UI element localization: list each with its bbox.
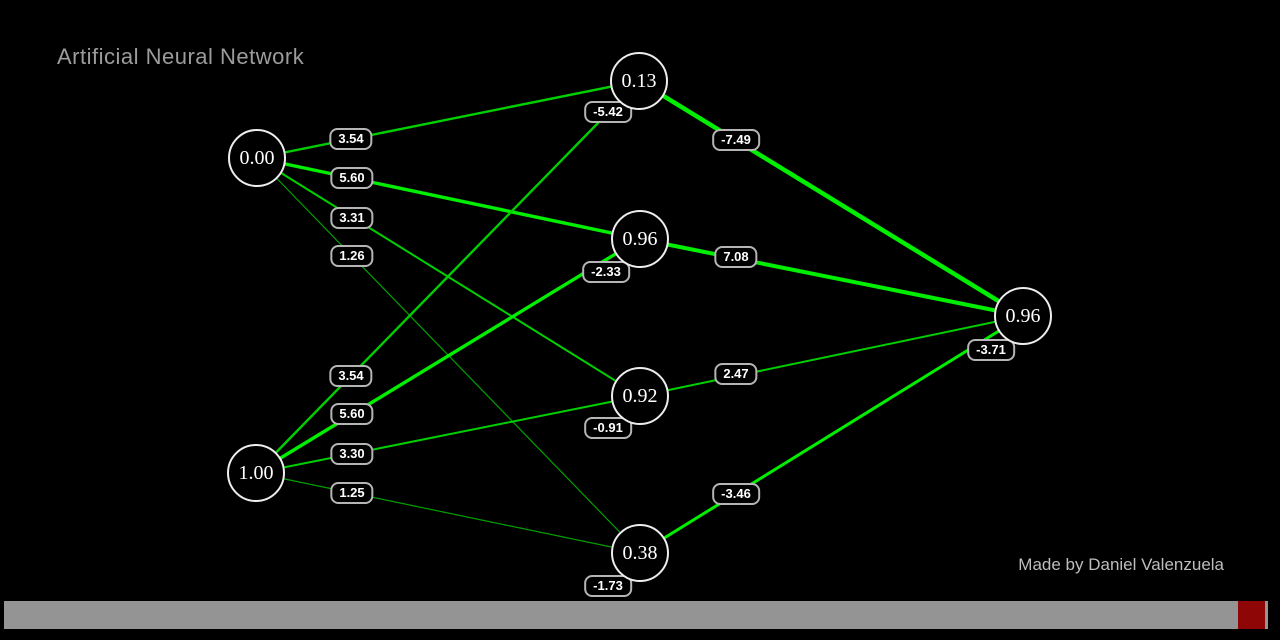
node-hidden-1[interactable]: 0.13 (610, 52, 668, 110)
node-hidden-4[interactable]: 0.38 (611, 524, 669, 582)
node-input-1-value: 0.00 (239, 146, 275, 169)
weight-label-h3-out: 2.47 (714, 363, 758, 385)
page-title: Artificial Neural Network (57, 44, 305, 69)
edge-input2-hidden4 (255, 472, 641, 554)
weight-label-i1-h1: 3.54 (329, 128, 373, 150)
bias-label-hidden1: -5.42 (584, 101, 632, 123)
edge-input2-hidden1 (255, 80, 640, 474)
node-hidden-2-value: 0.96 (622, 227, 658, 250)
bias-label-output: -3.71 (967, 339, 1015, 361)
weight-label-i2-h1: 3.54 (329, 365, 373, 387)
node-input-2[interactable]: 1.00 (227, 444, 285, 502)
node-hidden-3[interactable]: 0.92 (611, 367, 669, 425)
edge-hidden2-output (639, 237, 1024, 318)
edge-input2-hidden2 (255, 237, 641, 475)
weight-label-i2-h4: 1.25 (330, 482, 374, 504)
scrollbar-thumb[interactable] (1238, 601, 1265, 629)
weight-label-i1-h4: 1.26 (330, 245, 374, 267)
node-output-value: 0.96 (1005, 304, 1041, 327)
weight-label-i1-h2: 5.60 (330, 167, 374, 189)
weight-label-h4-out: -3.46 (712, 483, 760, 505)
weight-label-i2-h2: 5.60 (330, 403, 374, 425)
bias-label-hidden3: -0.91 (584, 417, 632, 439)
edge-input1-hidden2 (256, 156, 641, 241)
edge-hidden1-output (637, 79, 1025, 318)
weight-label-i2-h3: 3.30 (330, 443, 374, 465)
bias-label-hidden4: -1.73 (584, 575, 632, 597)
edge-input1-hidden1 (256, 79, 640, 160)
weight-label-i1-h3: 3.31 (330, 207, 374, 229)
node-output[interactable]: 0.96 (994, 287, 1052, 345)
node-hidden-2[interactable]: 0.96 (611, 210, 669, 268)
node-hidden-3-value: 0.92 (622, 384, 658, 407)
bias-label-hidden2: -2.33 (582, 261, 630, 283)
weight-label-h1-out: -7.49 (712, 129, 760, 151)
node-input-2-value: 1.00 (238, 461, 274, 484)
edge-hidden3-output (639, 315, 1024, 397)
horizontal-scrollbar[interactable] (4, 601, 1268, 629)
credit-text: Made by Daniel Valenzuela (1018, 555, 1224, 574)
node-hidden-1-value: 0.13 (621, 69, 657, 92)
edge-input2-hidden3 (255, 395, 641, 474)
node-input-1[interactable]: 0.00 (228, 129, 286, 187)
edge-hidden4-output (639, 314, 1024, 555)
weight-label-h2-out: 7.08 (714, 246, 758, 268)
node-hidden-4-value: 0.38 (622, 541, 658, 564)
